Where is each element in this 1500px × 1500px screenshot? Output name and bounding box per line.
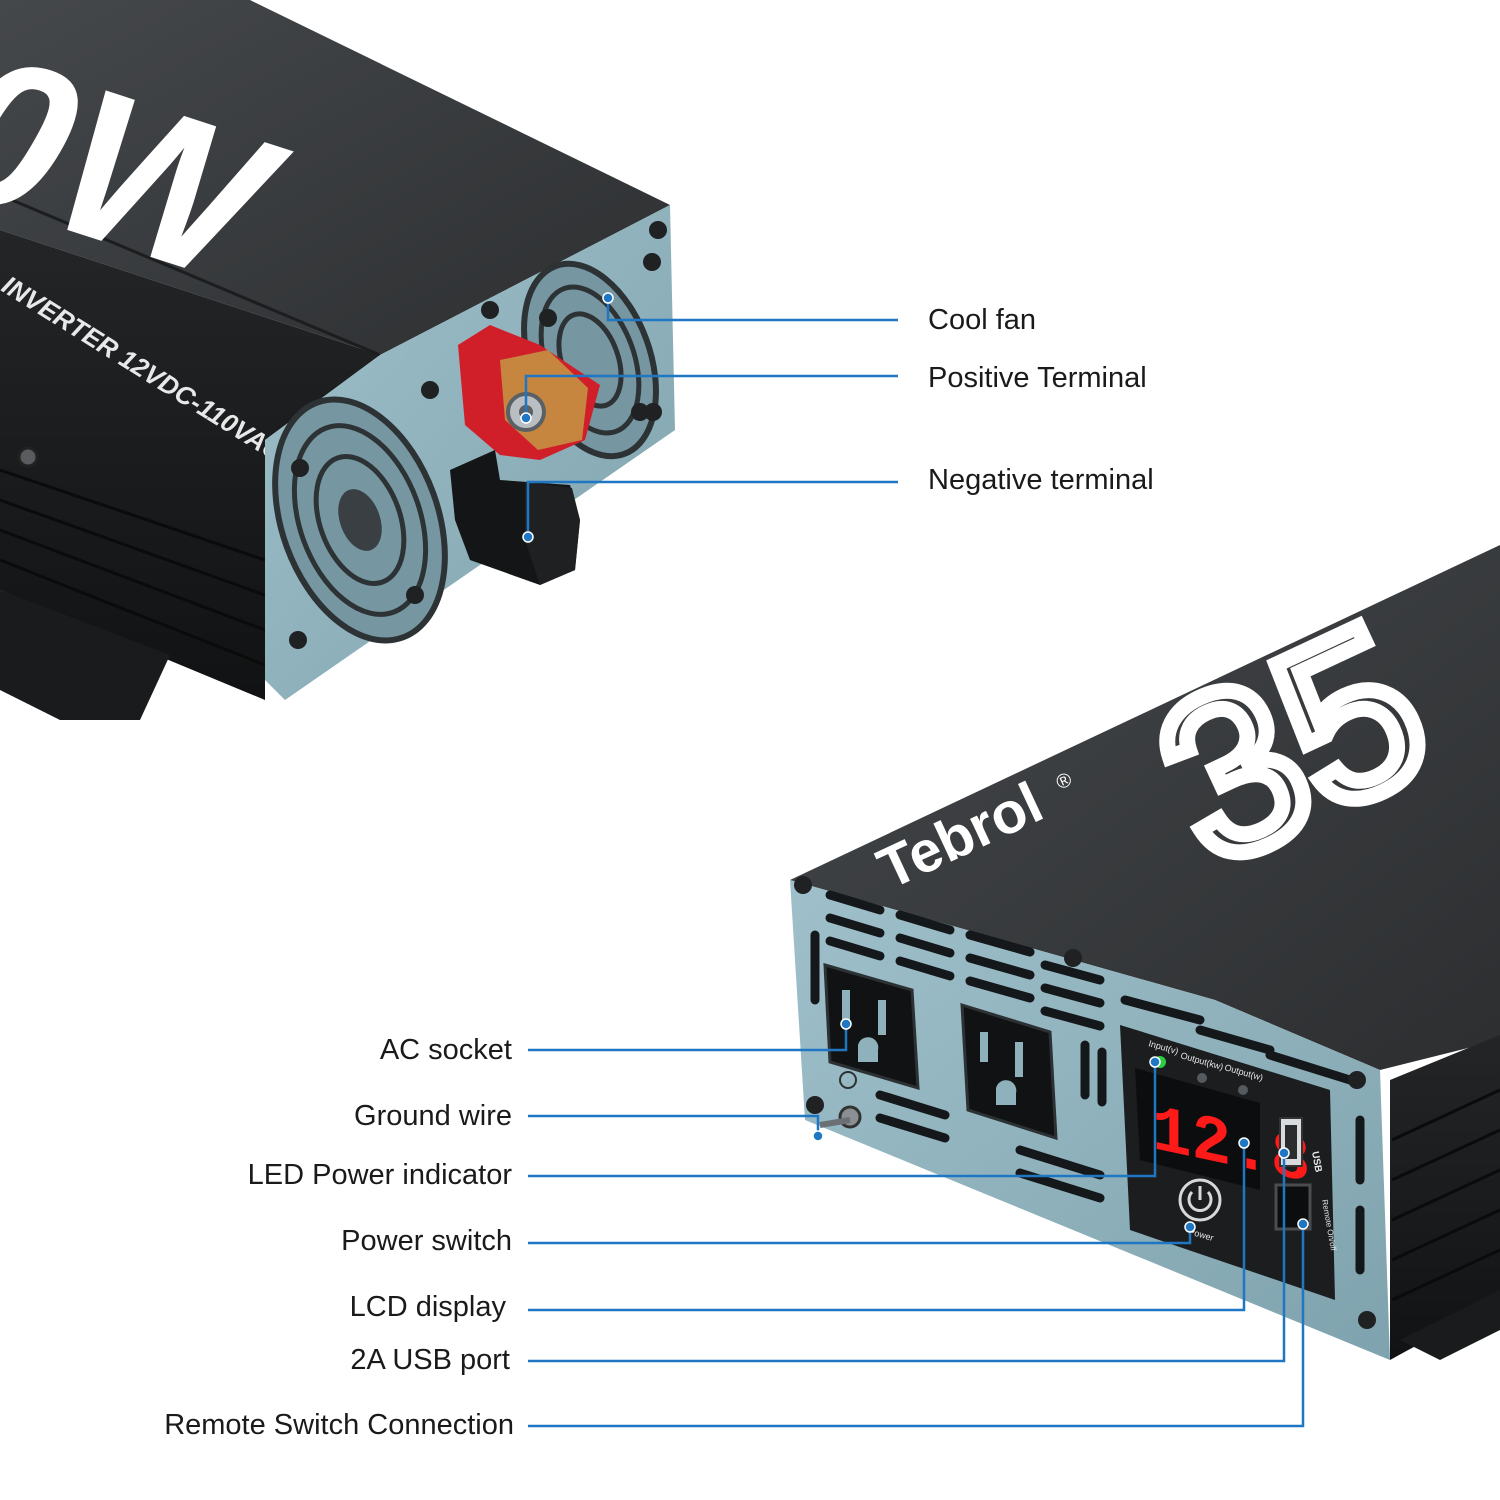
callout-lcd-display: LCD display <box>349 1291 506 1323</box>
leader-ground-wire <box>528 1114 820 1136</box>
top-inverter-flange <box>0 590 170 720</box>
led-output-kw <box>1197 1073 1207 1083</box>
led-output-w <box>1238 1085 1248 1095</box>
label-usb: USB <box>1309 1151 1324 1174</box>
callout-cool-fan: Cool fan <box>928 304 1037 336</box>
bottom-inverter-side <box>1390 1035 1500 1360</box>
panel-screws <box>289 221 667 649</box>
callout-usb-port: 2A USB port <box>350 1344 510 1376</box>
cooling-fan-lower <box>272 396 448 644</box>
leader-lcd-display <box>528 1143 1246 1312</box>
top-inverter-side <box>0 230 380 700</box>
side-screw <box>17 446 39 468</box>
callout-ac-socket: AC socket <box>379 1034 512 1066</box>
front-panel-screws <box>794 876 1376 1329</box>
ac-socket-1 <box>823 962 920 1091</box>
callout-remote-switch: Remote Switch Connection <box>164 1409 514 1441</box>
callout-led-power-indicator: LED Power indicator <box>247 1159 512 1191</box>
callout-power-switch: Power switch <box>341 1225 512 1257</box>
top-inverter: 0W INVERTER 12VDC-110VAC 60HZ <box>0 0 675 720</box>
callout-negative-terminal: Negative terminal <box>928 464 1154 496</box>
callout-positive-terminal: Positive Terminal <box>928 362 1147 394</box>
lcd-display <box>1135 1068 1260 1190</box>
ac-socket-2 <box>960 1002 1058 1141</box>
bottom-inverter: Tebrol ® 35 <box>790 545 1500 1360</box>
bottom-inverter-top-face <box>790 545 1500 1070</box>
leader-cool-fan <box>606 298 898 322</box>
leader-usb-port <box>528 1153 1286 1363</box>
negative-terminal <box>450 450 580 585</box>
leader-negative-terminal <box>526 480 898 537</box>
power-button <box>1178 1178 1222 1222</box>
vent-slots <box>810 890 1365 1275</box>
leader-remote-switch <box>528 1224 1305 1428</box>
leader-dots <box>520 292 1309 1233</box>
leader-led-indicator <box>528 1062 1157 1178</box>
leader-ac-socket <box>528 1024 848 1052</box>
callout-ground-wire: Ground wire <box>354 1100 512 1132</box>
ground-screw <box>819 1071 862 1129</box>
leader-positive-terminal <box>524 374 898 418</box>
